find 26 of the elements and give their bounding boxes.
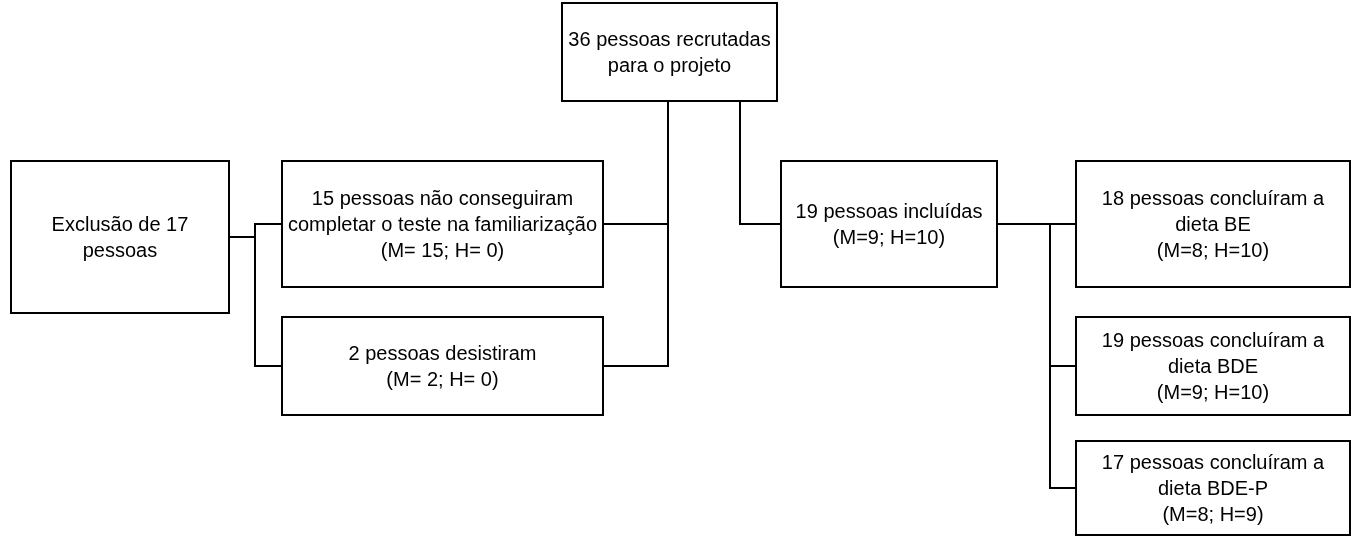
box-text: 17 pessoas concluíram a dieta BDE-P [1100, 450, 1326, 501]
box-text: (M= 2; H= 0) [386, 367, 499, 392]
box-text: (M=8; H=10) [1156, 238, 1270, 263]
process-box [10, 160, 230, 314]
process-box [780, 160, 998, 288]
box-text: (M=8; H=9) [1162, 502, 1264, 527]
connector-line [229, 236, 282, 367]
box-text: (M=9; H=10) [832, 225, 946, 250]
box-text: 15 pessoas não conseguiram completar o teste na familiarização [287, 186, 598, 237]
process-box [561, 2, 778, 102]
process-box [1075, 160, 1351, 288]
box-text: 19 pessoas concluíram a dieta BDE [1100, 328, 1326, 379]
box-text: 19 pessoas incluídas [795, 199, 983, 224]
connector-line [739, 101, 781, 225]
process-box [281, 160, 604, 288]
box-text: 18 pessoas concluíram a dieta BE [1100, 186, 1326, 237]
connector-line [997, 223, 1076, 489]
box-text: Exclusão de 17 pessoas [50, 212, 190, 263]
box-text: (M=9; H=10) [1156, 380, 1270, 405]
box-text: 2 pessoas desistiram [348, 341, 537, 366]
box-text: (M= 15; H= 0) [380, 238, 505, 263]
process-box [1075, 316, 1351, 416]
process-box [1075, 440, 1351, 536]
connector-line [603, 101, 669, 367]
box-text: 36 pessoas recrutadas para o projeto [567, 27, 772, 78]
process-box [281, 316, 604, 416]
